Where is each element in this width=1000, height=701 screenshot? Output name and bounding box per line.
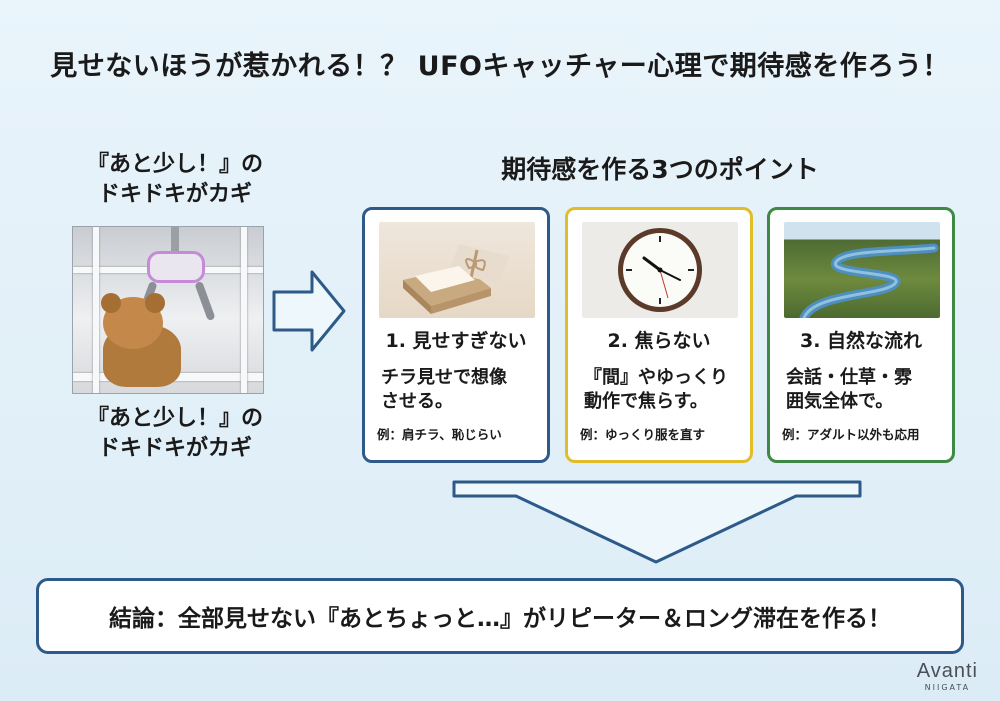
brand-logo-name: Avanti bbox=[916, 660, 978, 682]
brand-logo-sub: NIIGATA bbox=[924, 683, 971, 692]
point-card-3: 3. 自然な流れ 会話・仕草・雰 囲気全体で。 例：アダルト以外も応用 bbox=[767, 207, 955, 463]
point-title-2: 2. 焦らない bbox=[607, 330, 711, 352]
wall-clock-image bbox=[582, 222, 738, 318]
conclusion-text: 結論：全部見せない『あとちょっと…』がリピーター＆ロング滞在を作る！ bbox=[109, 606, 891, 632]
point-card-1: 1. 見せすぎない チラ見せで想像 させる。 例：肩チラ、恥じらい bbox=[362, 207, 550, 463]
point-body-1-line1: チラ見せで想像 bbox=[381, 367, 507, 388]
conclusion-box: 結論：全部見せない『あとちょっと…』がリピーター＆ロング滞在を作る！ bbox=[36, 578, 964, 654]
point-body-3-line1: 会話・仕草・雰 bbox=[786, 367, 912, 388]
point-body-1-line2: させる。 bbox=[381, 391, 453, 413]
point-example-1: 例：肩チラ、恥じらい bbox=[377, 427, 502, 442]
point-body-1: チラ見せで想像 させる。 bbox=[381, 366, 541, 415]
left-caption-top: 『あと少し！』の ドキドキがカギ bbox=[55, 150, 295, 209]
point-title-3: 3. 自然な流れ bbox=[799, 330, 923, 352]
point-body-2-line2: 動作で焦らす。 bbox=[584, 391, 708, 413]
point-example-3: 例：アダルト以外も応用 bbox=[782, 427, 920, 442]
right-arrow-icon bbox=[272, 270, 346, 352]
claw-machine-image bbox=[72, 226, 264, 394]
point-card-2: 2. 焦らない 『間』やゆっくり 動作で焦らす。 例：ゆっくり服を直す bbox=[565, 207, 753, 463]
left-caption-top-line1: 『あと少し！』の bbox=[86, 152, 263, 177]
brand-logo: Avanti NIIGATA bbox=[917, 660, 978, 692]
point-title-1: 1. 見せすぎない bbox=[385, 330, 527, 352]
point-body-2-line1: 『間』やゆっくり bbox=[584, 367, 728, 388]
point-body-3: 会話・仕草・雰 囲気全体で。 bbox=[786, 366, 946, 415]
point-body-2: 『間』やゆっくり 動作で焦らす。 bbox=[584, 366, 744, 415]
point-example-2: 例：ゆっくり服を直す bbox=[580, 427, 706, 442]
left-caption-bottom-line2: ドキドキがカギ bbox=[97, 435, 252, 461]
down-arrow-icon bbox=[452, 480, 862, 564]
left-caption-top-line2: ドキドキがカギ bbox=[97, 181, 252, 207]
left-caption-bottom: 『あと少し！』の ドキドキがカギ bbox=[55, 404, 295, 463]
winding-river-image bbox=[784, 222, 940, 318]
gift-box-image bbox=[379, 222, 535, 318]
page-title: 見せないほうが惹かれる！？ UFOキャッチャー心理で期待感を作ろう！ bbox=[50, 51, 950, 82]
left-caption-bottom-line1: 『あと少し！』の bbox=[86, 406, 263, 431]
points-heading: 期待感を作る3つのポイント bbox=[501, 155, 819, 184]
point-body-3-line2: 囲気全体で。 bbox=[786, 391, 894, 413]
